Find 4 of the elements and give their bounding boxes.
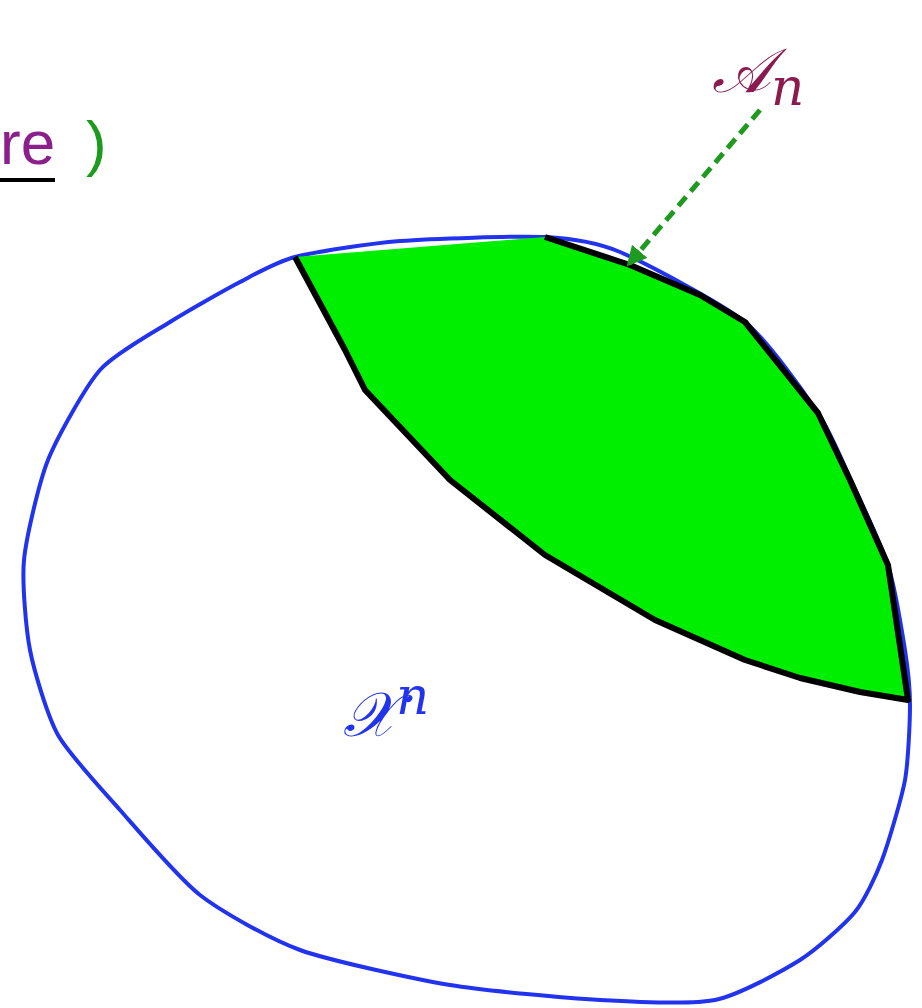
- leader-arrow: [626, 108, 762, 267]
- math-label: 𝒳$^{n}$: [343, 671, 430, 746]
- text-fragment: re: [0, 112, 56, 182]
- math-label: 𝒜$_{n}$: [712, 40, 805, 115]
